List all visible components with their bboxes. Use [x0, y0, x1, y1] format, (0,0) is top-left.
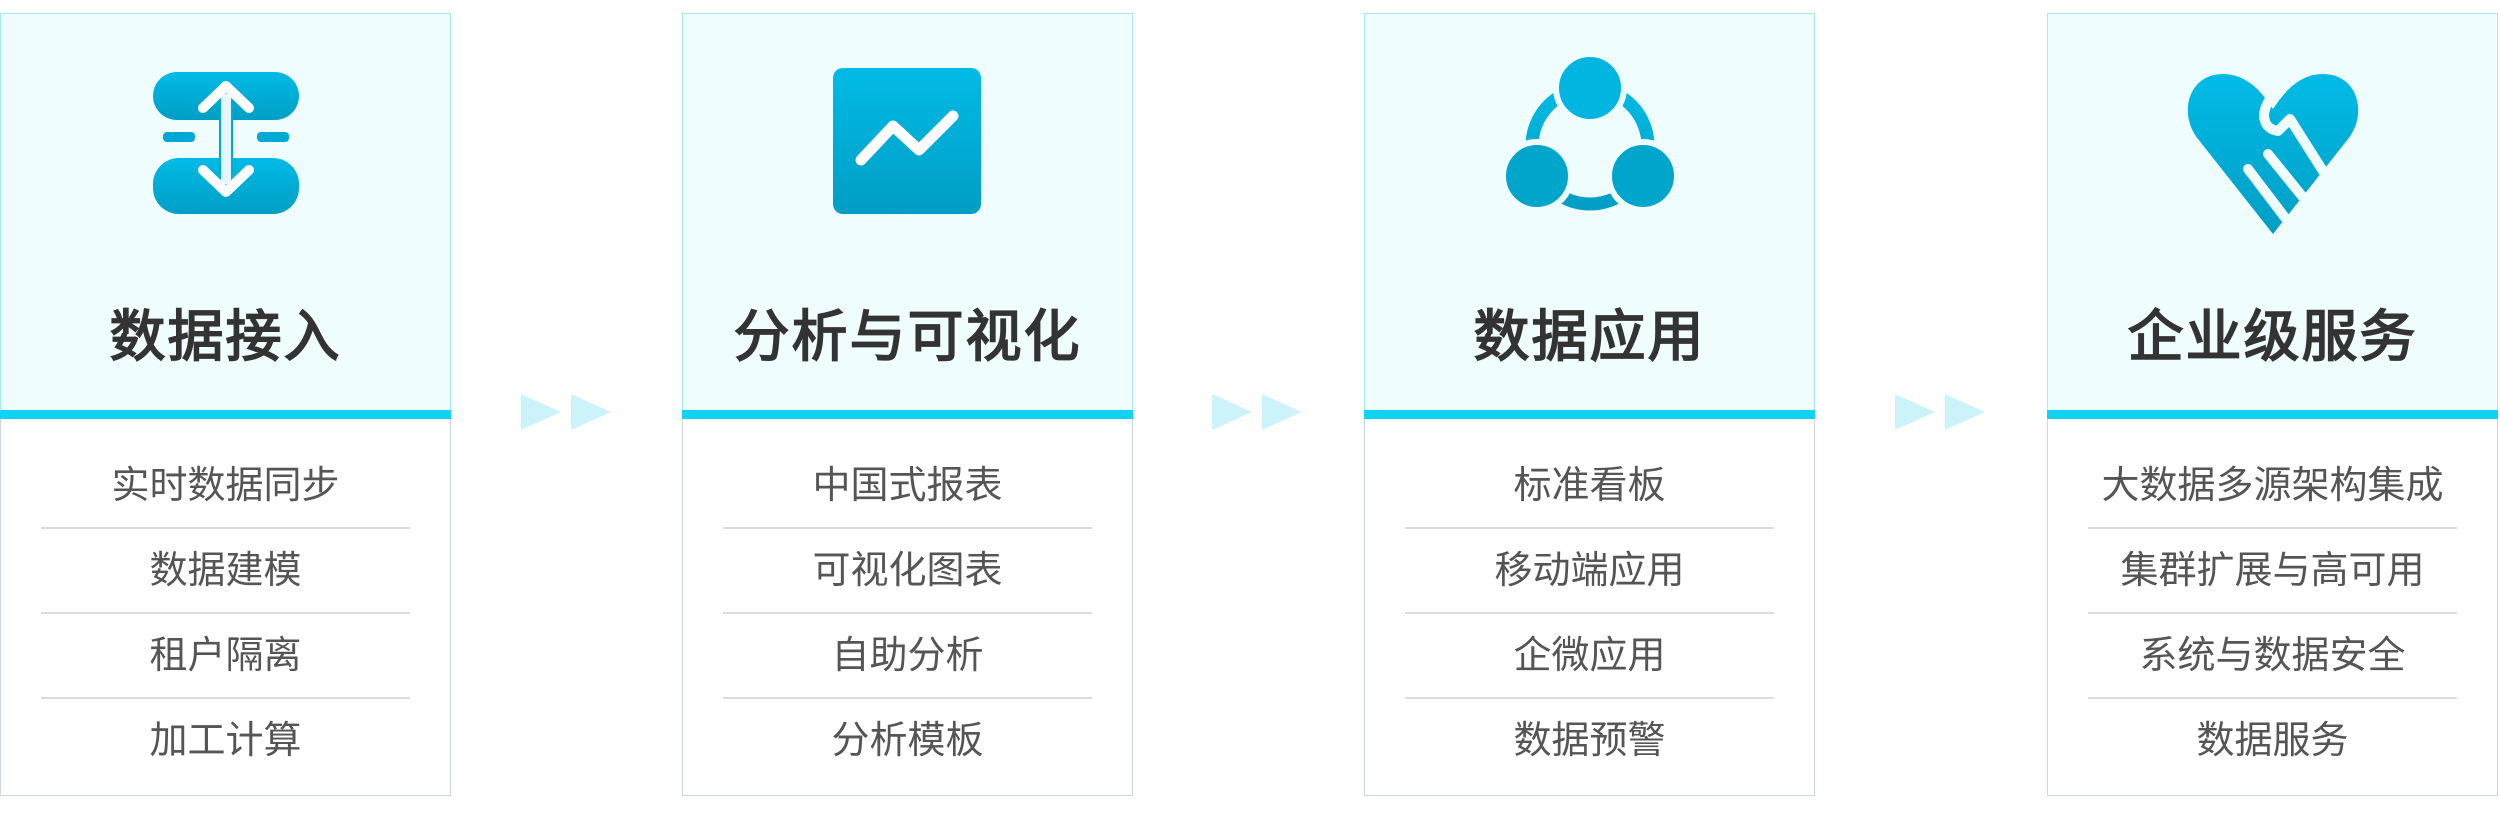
card-enterprise-service: 企业级服务 大数据多源架构集成 集群扩展与高可用 系统与数据安全 数据服务 — [2047, 13, 2498, 796]
accent-band — [682, 410, 1133, 419]
list-item: 系统与数据安全 — [2088, 614, 2457, 699]
list-item: 数据服务 — [2196, 718, 2349, 762]
feature-list: 中国式报表 可视化图表 自助分析 分析模板 — [723, 444, 1092, 782]
list-item: 集群扩展与高可用 — [2088, 529, 2457, 614]
card-title: 数据应用 — [1473, 305, 1706, 370]
list-item: 自助分析 — [723, 614, 1092, 699]
list-item: 数据建模 — [41, 529, 410, 614]
heart-handshake-icon — [2187, 74, 2358, 234]
feature-list: 实时数据同步 数据建模 租户隔离 加工计算 — [41, 444, 410, 782]
list-item: 可视化图表 — [723, 529, 1092, 614]
list-item: 企微应用 — [1405, 614, 1774, 699]
list-item: 大数据多源架构集成 — [2088, 444, 2457, 529]
accent-band — [0, 410, 451, 419]
card-title: 企业级服务 — [2127, 305, 2418, 370]
line-chart-icon — [832, 68, 981, 214]
feature-list: 标准看板 移动端应用 企微应用 数据预警 — [1405, 444, 1774, 782]
card-header: 数据接入 — [0, 13, 451, 416]
flow-arrow-icon — [1895, 394, 1985, 430]
card-data-access: 数据接入 实时数据同步 数据建模 租户隔离 加工计算 — [0, 13, 451, 796]
flow-arrow-icon — [1212, 394, 1302, 430]
card-header: 数据应用 — [1364, 13, 1815, 416]
accent-band — [1364, 410, 1815, 419]
list-item: 租户隔离 — [41, 614, 410, 699]
network-nodes-icon — [1504, 56, 1675, 213]
flow-arrow-icon — [521, 394, 611, 430]
list-item: 实时数据同步 — [41, 444, 410, 529]
list-item: 分析模板 — [831, 718, 984, 762]
card-analysis-visualization: 分析与可视化 中国式报表 可视化图表 自助分析 分析模板 — [682, 13, 1133, 796]
accent-band — [2047, 410, 2498, 419]
card-header: 企业级服务 — [2047, 13, 2498, 416]
card-title: 数据接入 — [109, 305, 342, 370]
card-header: 分析与可视化 — [682, 13, 1133, 416]
list-item: 数据预警 — [1513, 718, 1666, 762]
list-item: 移动端应用 — [1405, 529, 1774, 614]
list-item: 标准看板 — [1405, 444, 1774, 529]
data-sync-icon — [152, 72, 299, 214]
list-item: 中国式报表 — [723, 444, 1092, 529]
card-title: 分析与可视化 — [733, 305, 1082, 370]
list-item: 加工计算 — [149, 718, 302, 762]
feature-list: 大数据多源架构集成 集群扩展与高可用 系统与数据安全 数据服务 — [2088, 444, 2457, 782]
card-data-application: 数据应用 标准看板 移动端应用 企微应用 数据预警 — [1364, 13, 1815, 796]
